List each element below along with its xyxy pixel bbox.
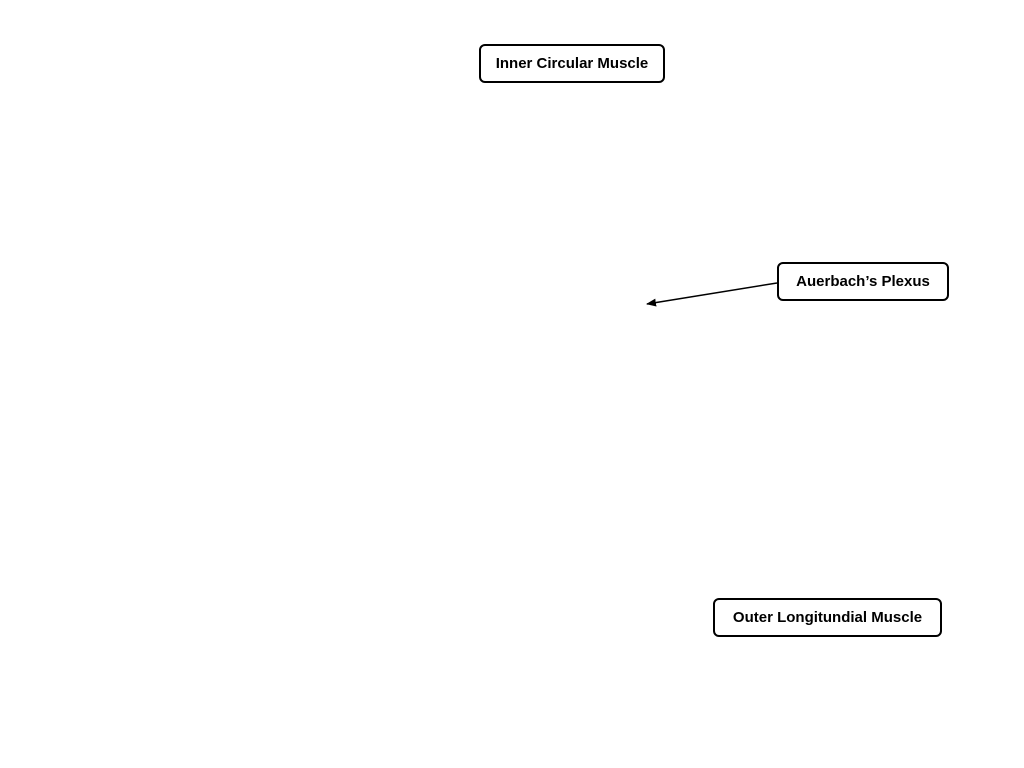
auerbach-leader-arrow (646, 282, 778, 307)
auerbachs-plexus-label: Auerbach’s Plexus (777, 262, 949, 301)
outer-longitudinal-muscle-label: Outer Longitundial Muscle (713, 598, 942, 637)
inner-circular-muscle-label: Inner Circular Muscle (479, 44, 665, 83)
